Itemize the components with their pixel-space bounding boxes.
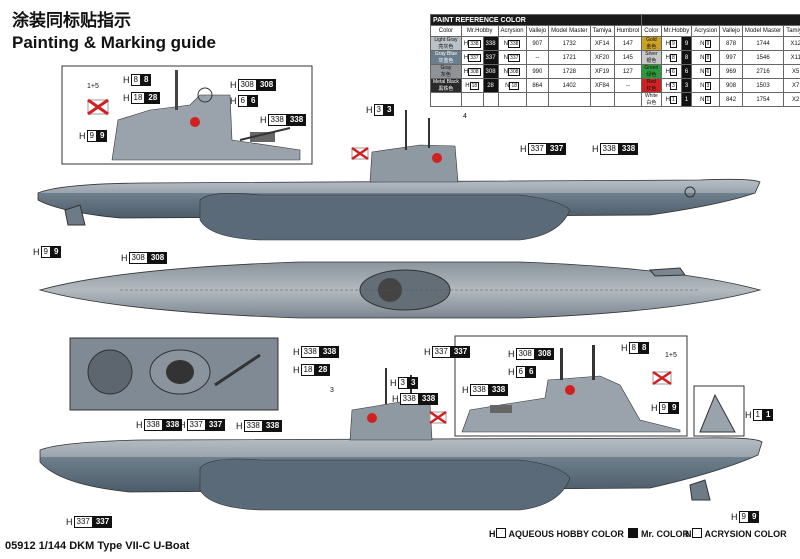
top-view	[38, 261, 762, 319]
paint-reference-table: PAINT REFERENCE COLOR Color Mr.Hobby Acr…	[429, 14, 800, 107]
cell-mm: 1721	[548, 50, 591, 65]
inset-tower-2	[461, 345, 681, 433]
footer-product: 05912 1/144 DKM Type VII-C U-Boat	[5, 540, 190, 552]
title-chinese: 涂装同标贴指示	[12, 11, 131, 30]
mrhobby-mrcolor: 1	[680, 92, 693, 107]
part-number-1: 1+5	[87, 83, 99, 90]
cell-mm: 2716	[741, 64, 785, 79]
part-number-4: 1+5	[665, 352, 677, 359]
side-view-2	[39, 368, 763, 511]
legend-mr: Mr. COLOR	[628, 528, 689, 539]
cell-mm: 1754	[741, 92, 785, 107]
side-view-1	[37, 110, 761, 241]
table-row: White白色H11N18421754X222	[430, 92, 800, 107]
col-acrysion-2: Acrysion	[691, 25, 721, 37]
part-number-3: 3	[330, 387, 334, 394]
col-modelmaster: Model Master	[548, 25, 591, 37]
part-number-2: 4	[463, 113, 467, 120]
bow-shape	[699, 393, 736, 433]
inset-deck-items	[87, 349, 261, 395]
cell-tamiya: X2	[783, 92, 800, 107]
title-english: Painting & Marking guide	[12, 33, 217, 52]
mrhobby-mrcolor: 337	[482, 50, 499, 65]
col-acrysion: Acrysion	[497, 25, 527, 37]
inset-tower-1	[87, 70, 301, 161]
